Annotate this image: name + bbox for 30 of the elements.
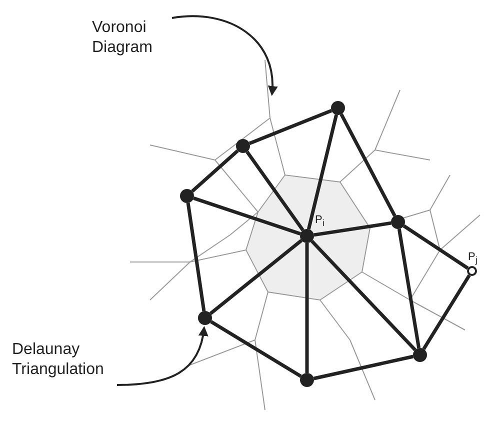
caption-text: Voronoi Diagram (92, 18, 172, 58)
caption-text: Delaunay Triangulation (12, 340, 117, 380)
point-dot (180, 189, 194, 203)
triangulation-edge (193, 196, 301, 236)
triangulation-edge (186, 202, 206, 312)
point-dot (236, 139, 250, 153)
point-dot (198, 311, 212, 325)
triangulation-edge (422, 274, 471, 350)
point-dot (331, 101, 345, 115)
triangulation-edge (310, 240, 416, 352)
triangulation-edge (191, 149, 239, 193)
triangulation-edge (340, 113, 396, 217)
triangulation-edge (248, 108, 332, 146)
point-dot (413, 348, 427, 362)
triangulation-edge (209, 239, 303, 315)
curved-arrow (116, 326, 208, 386)
point-label: P$_{j}$ (468, 251, 478, 266)
point-dot (391, 215, 405, 229)
triangulation-edge (397, 228, 421, 348)
triangulation-edge (402, 224, 469, 270)
triangulation-edge (313, 354, 414, 380)
curved-arrow (172, 15, 278, 96)
triangulation-edge (246, 150, 304, 232)
triangulation-edge (314, 221, 392, 237)
point-dot (467, 266, 477, 276)
triangulation-edge (210, 320, 302, 378)
triangulation-edge (305, 243, 309, 373)
triangulation-edge (306, 114, 338, 230)
point-dot (300, 373, 314, 387)
point-label: P$_{i}$ (315, 214, 324, 228)
